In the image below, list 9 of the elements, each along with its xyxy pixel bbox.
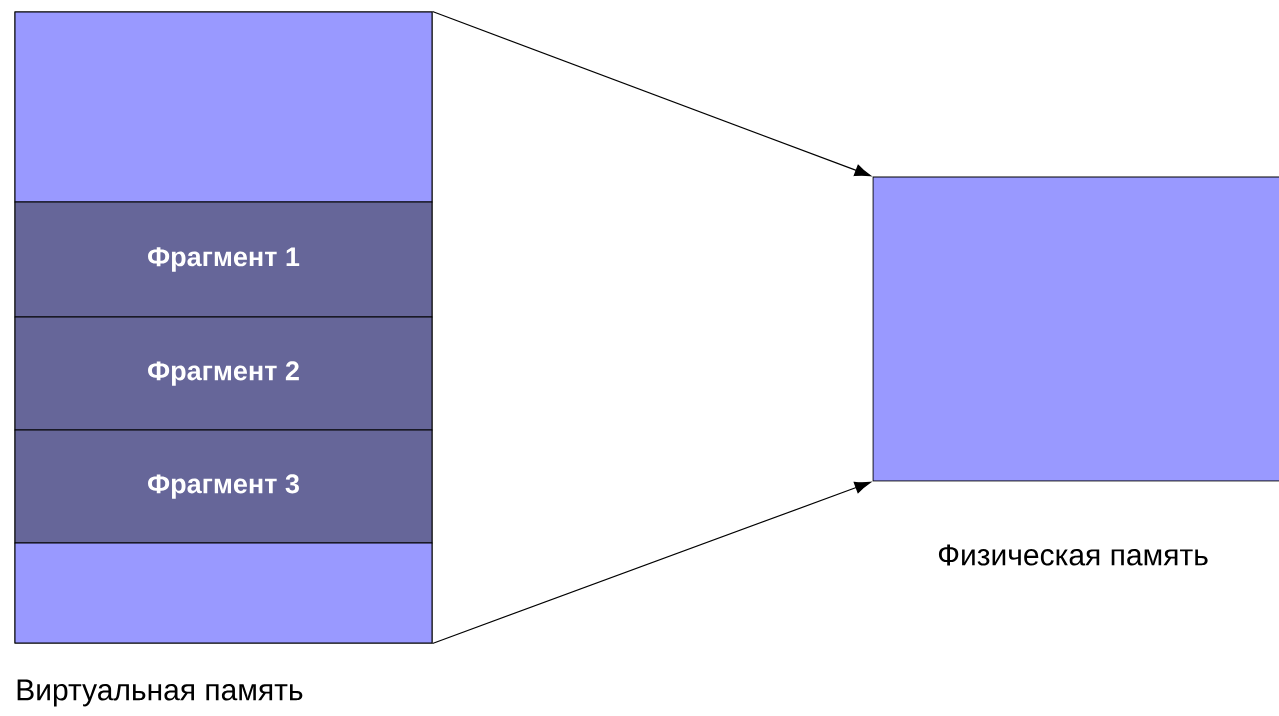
memory-label: Виртуальная память xyxy=(17,679,303,707)
memory-segment xyxy=(14,542,433,644)
arrow xyxy=(431,481,871,645)
fragment-box: Фрагмент 2 xyxy=(14,316,433,431)
arrow xyxy=(431,10,871,177)
memory-label: Физическая память xyxy=(938,544,1208,566)
fragment-box: Фрагмент 3 xyxy=(14,429,433,544)
memory-segment xyxy=(14,11,433,203)
fragment-box: Фрагмент 1 xyxy=(14,201,433,318)
